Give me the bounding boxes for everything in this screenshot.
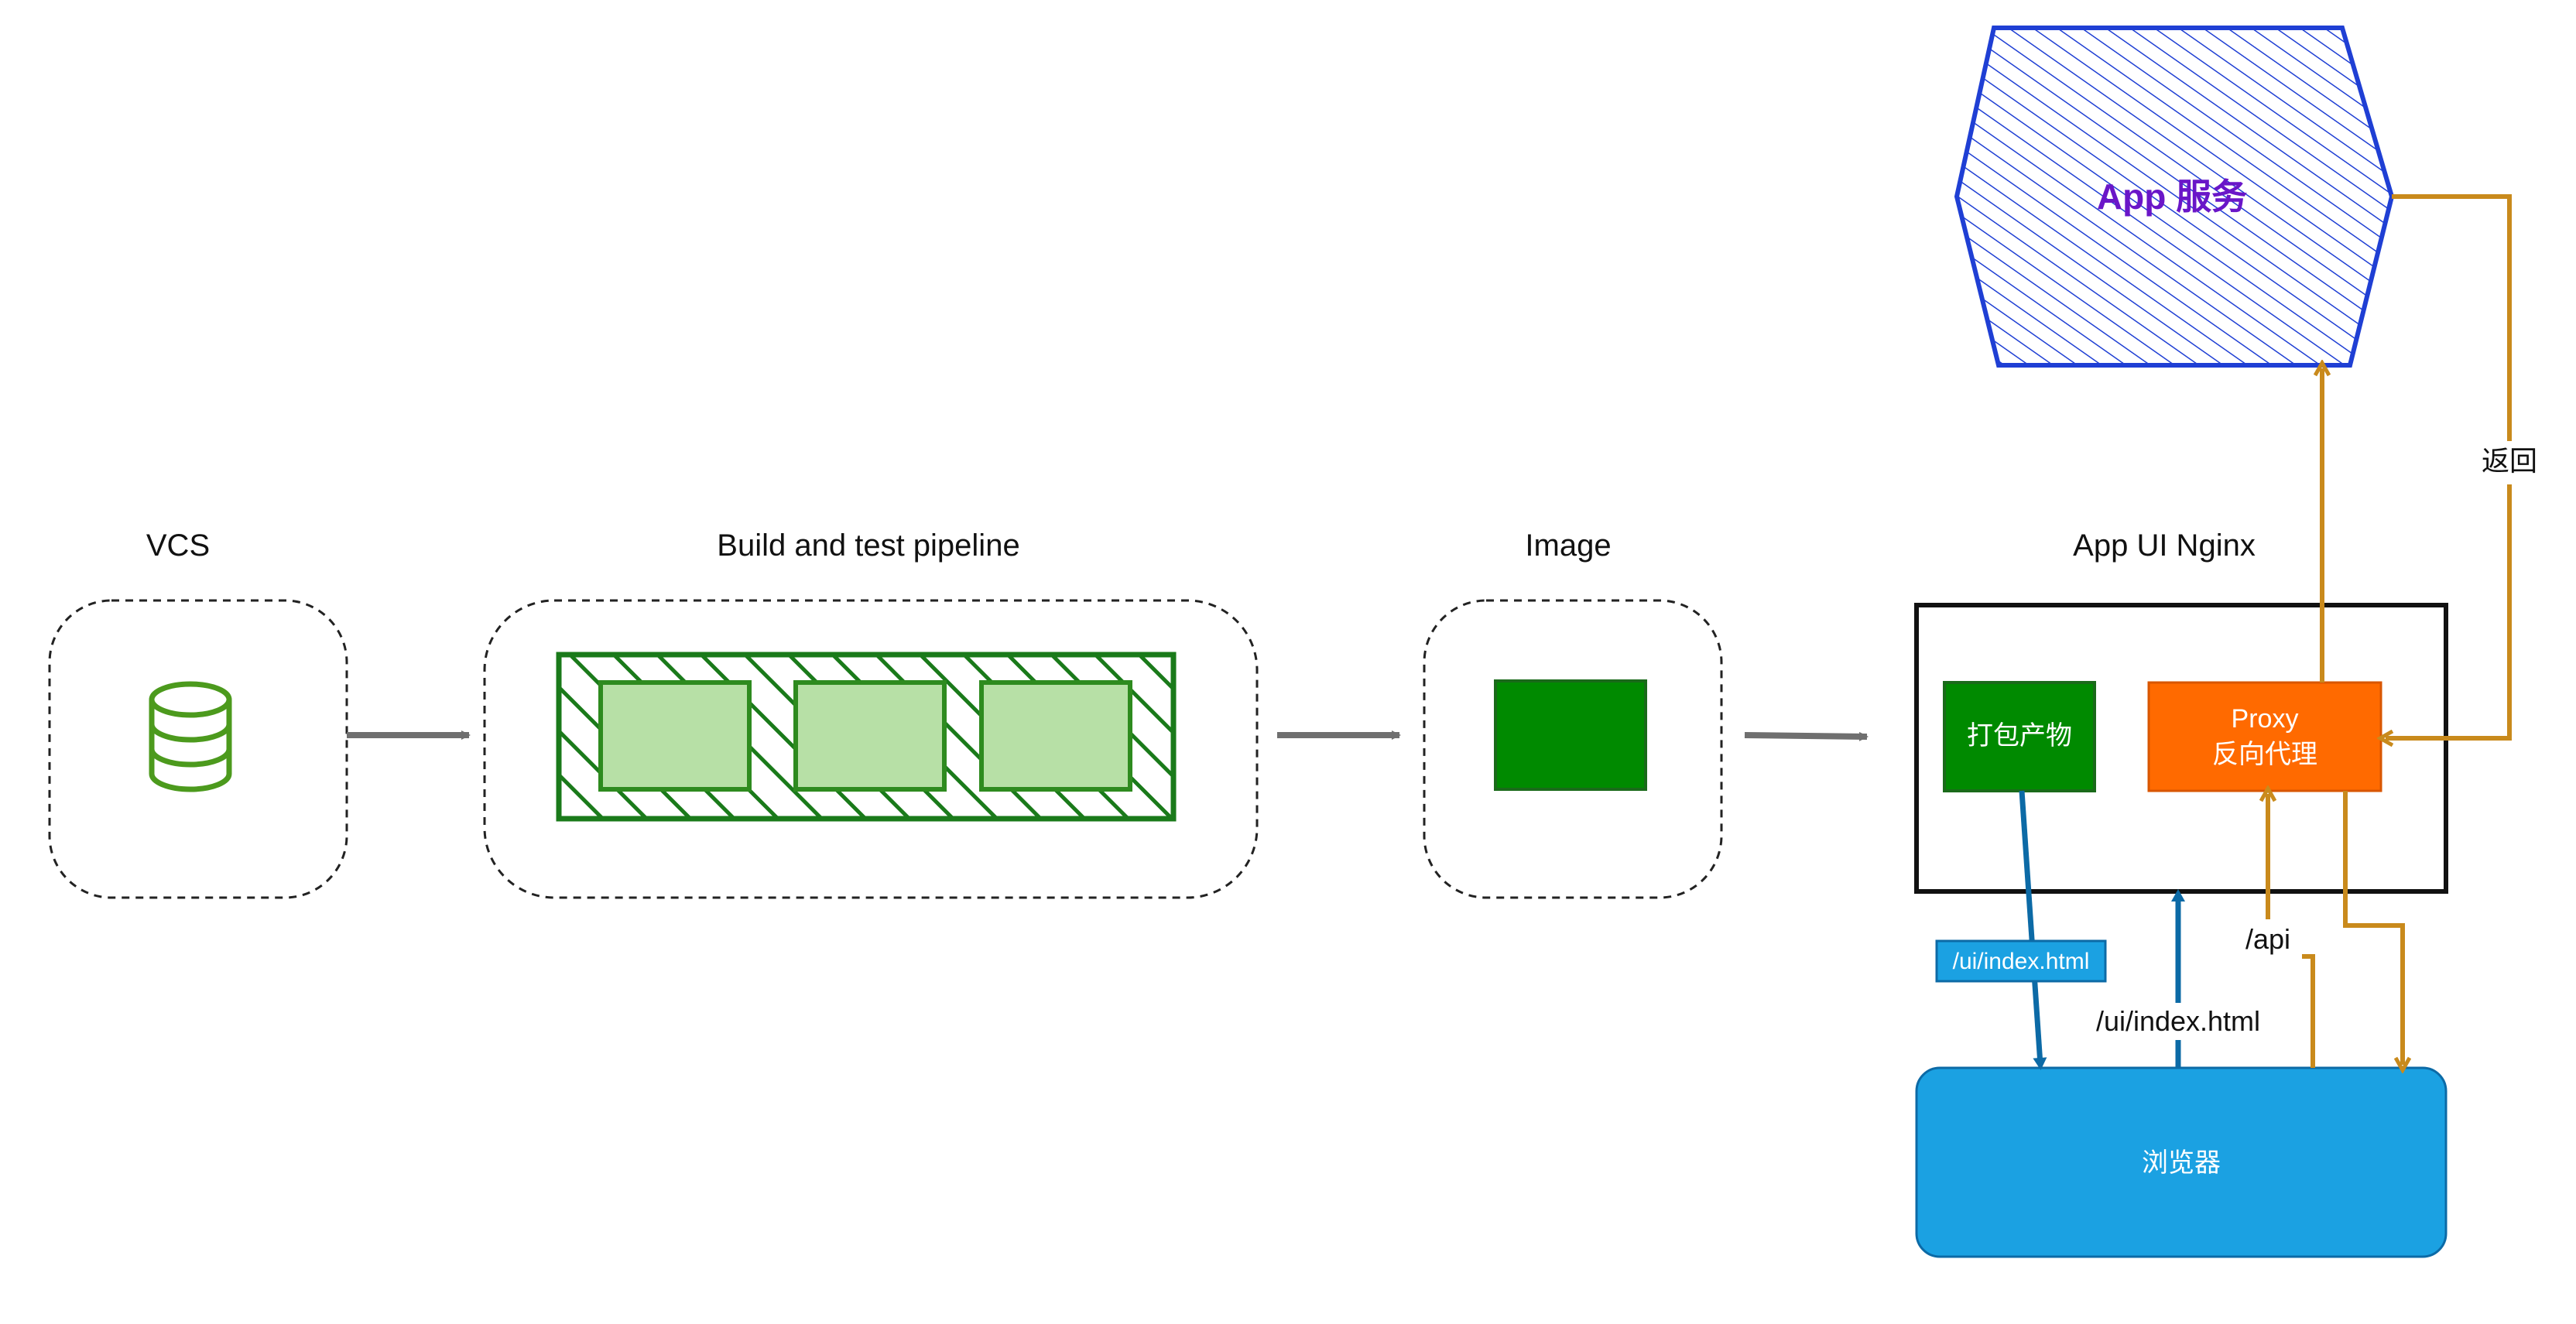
browser-box — [1915, 1066, 2448, 1258]
browser-label: 浏览器 — [2142, 1148, 2221, 1178]
proxy-label-line2: 反向代理 — [2212, 740, 2317, 769]
pipeline-title: Build and test pipeline — [717, 529, 1019, 563]
image-group — [1423, 599, 1723, 899]
ui-index-request-label: /ui/index.html — [2096, 1005, 2260, 1037]
artifact-label: 打包产物 — [1967, 721, 2072, 751]
ui-index-badge — [1935, 939, 2107, 983]
image-box — [1494, 679, 1647, 791]
pipeline-stage-1 — [598, 680, 752, 792]
proxy-box — [2147, 681, 2382, 792]
api-label-bg — [2234, 919, 2302, 960]
api-label: /api — [2245, 923, 2290, 955]
vcs-title: VCS — [146, 529, 210, 563]
pipeline-stage-2 — [793, 680, 947, 792]
artifact-box — [1943, 681, 2096, 792]
edge-artifact-to-browser — [2019, 790, 2047, 1070]
vcs-group — [48, 599, 348, 899]
ui-index-badge-label: /ui/index.html — [1953, 949, 2090, 974]
return-label: 返回 — [2482, 445, 2537, 477]
nginx-title: App UI Nginx — [2073, 529, 2256, 563]
image-title: Image — [1525, 529, 1611, 563]
ui-index-request-bg — [2085, 1003, 2271, 1040]
app-service-hexagon — [1954, 26, 2395, 368]
pipeline-stage-3 — [979, 680, 1132, 792]
return-label-bg — [2472, 441, 2547, 484]
database-icon — [149, 681, 232, 792]
proxy-label-line1: Proxy — [2232, 704, 2299, 734]
pipeline-group — [483, 599, 1259, 899]
arrow-image-to-nginx — [1744, 731, 1869, 741]
edge-proxy-to-browser — [2343, 791, 2403, 1065]
app-service-label: App 服务 — [2097, 176, 2247, 217]
